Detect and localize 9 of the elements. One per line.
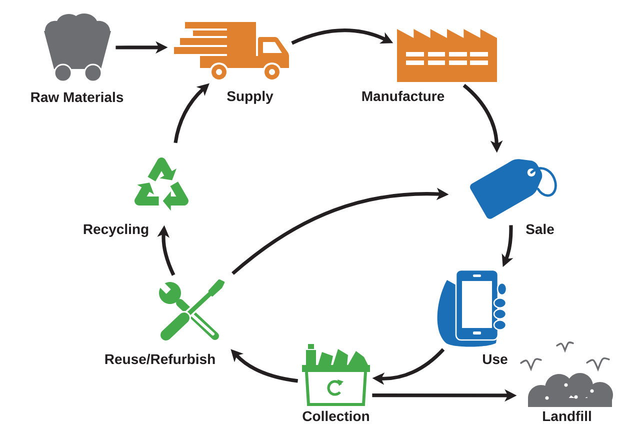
node-label: Reuse/Refurbish xyxy=(105,354,215,364)
node-label: Manufacture xyxy=(362,90,444,102)
node-label: Landfill xyxy=(543,410,591,422)
node-label: Recycling xyxy=(84,224,148,237)
node-label: Sale xyxy=(526,224,554,234)
node-label: Raw Materials xyxy=(31,92,124,102)
node-label: Collection xyxy=(302,410,369,422)
node-label: Supply xyxy=(227,90,274,104)
node-label: Use xyxy=(483,354,508,364)
